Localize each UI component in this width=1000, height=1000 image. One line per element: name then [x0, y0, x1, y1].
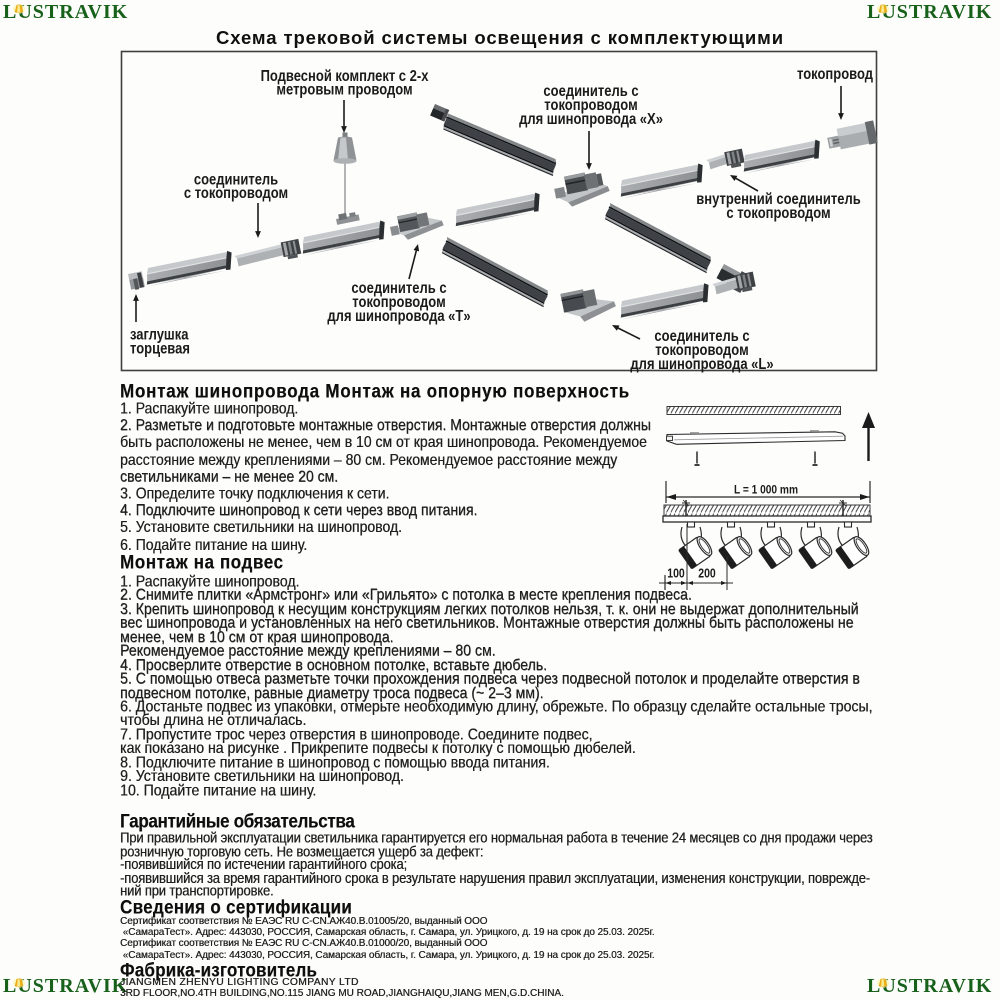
svg-text:для шинопровода «Т»: для шинопровода «Т» [327, 308, 470, 325]
svg-text:внутренний соединитель: внутренний соединитель [696, 191, 860, 208]
svg-text:200: 200 [698, 568, 715, 581]
svg-text:торцевая: торцевая [130, 340, 190, 357]
svg-text:токопроводом: токопроводом [352, 294, 445, 311]
svg-text:100: 100 [667, 568, 684, 581]
svg-text:с токопроводом: с токопроводом [726, 205, 830, 222]
svg-text:соединитель: соединитель [194, 171, 278, 188]
svg-text:заглушка: заглушка [130, 326, 189, 343]
svg-text:метровым проводом: метровым проводом [276, 81, 412, 98]
svg-text:Подвесной комплект с 2-х: Подвесной комплект с 2-х [261, 68, 429, 85]
svg-text:с токопроводом: с токопроводом [184, 185, 288, 202]
svg-text:токопроводом: токопроводом [655, 342, 748, 359]
svg-text:L = 1 000 mm: L = 1 000 mm [734, 484, 798, 497]
svg-text:соединитель с: соединитель с [654, 328, 749, 345]
svg-text:токопровод: токопровод [797, 66, 873, 83]
svg-text:соединитель с: соединитель с [351, 280, 446, 297]
svg-text:для шинопровода «L»: для шинопровода «L» [630, 356, 773, 373]
svg-text:для шинопровода «Х»: для шинопровода «Х» [519, 111, 663, 128]
svg-text:токопроводом: токопроводом [544, 97, 637, 114]
svg-text:соединитель с: соединитель с [543, 83, 638, 100]
